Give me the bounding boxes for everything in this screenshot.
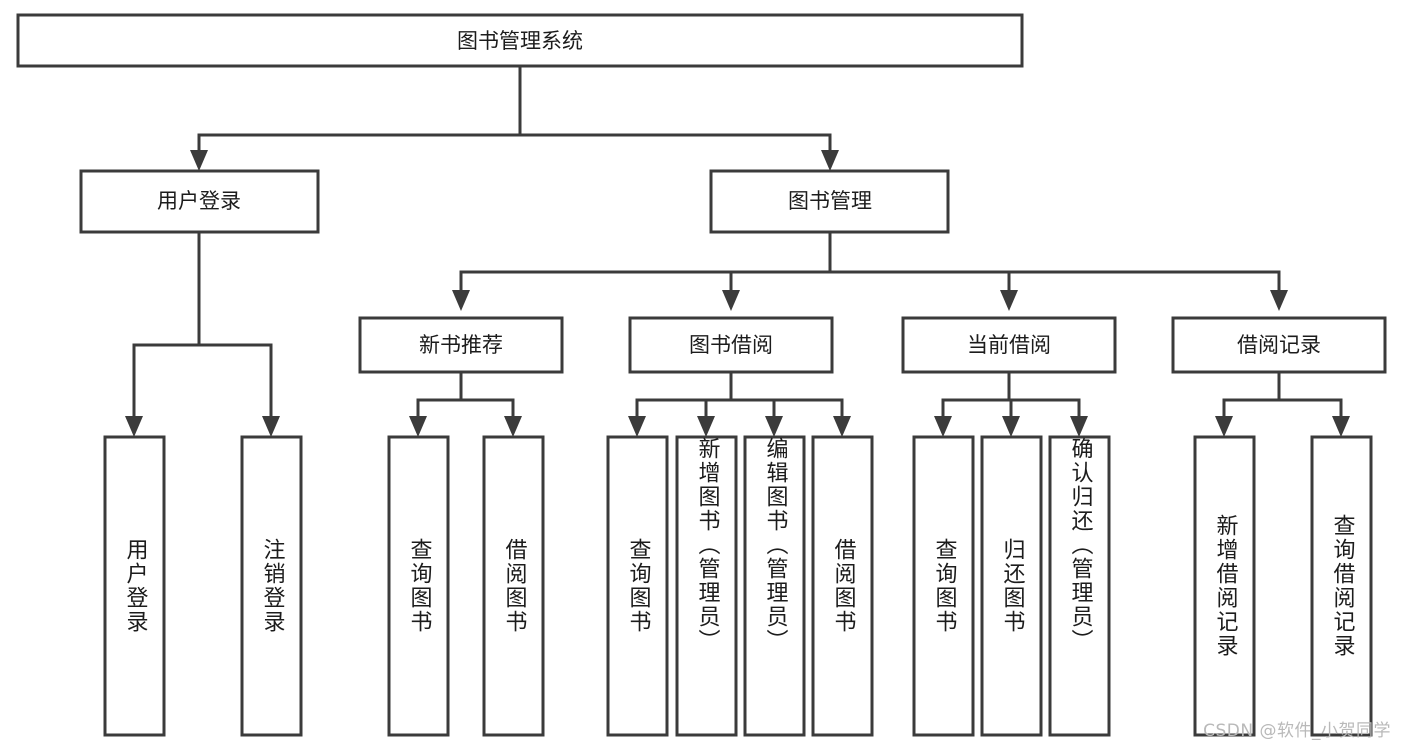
node-book-borrow[interactable]: 图书借阅 — [628, 316, 834, 374]
leaf-box-edit-book[interactable] — [743, 435, 806, 737]
connector-book-borrow-to-leaves — [628, 370, 851, 437]
node-borrow-record[interactable]: 借阅记录 — [1171, 316, 1387, 374]
node-root[interactable]: 图书管理系统 — [16, 13, 1024, 68]
connector-user-login-to-leaves — [125, 230, 280, 437]
current-borrow-box[interactable] — [901, 316, 1117, 374]
leaf-box-add-record[interactable] — [1193, 435, 1256, 737]
new-book-recommend-label: 新书推荐 — [419, 333, 503, 357]
leaf-box-add-book[interactable] — [675, 435, 738, 737]
leaf-box-query-record[interactable] — [1310, 435, 1373, 737]
arrow-head-icon — [1270, 290, 1288, 311]
leaf-box-user-login[interactable] — [103, 435, 166, 737]
connector-book-management-to-level3 — [452, 230, 1288, 311]
watermark-text: CSDN @软件_小贺同学 — [1203, 721, 1391, 741]
leaf-box-query-book-1[interactable] — [387, 435, 450, 737]
leaf-box-return-book[interactable] — [980, 435, 1043, 737]
arrow-head-icon — [1332, 416, 1350, 437]
user-login-label: 用户登录 — [157, 189, 241, 213]
arrow-head-icon — [821, 150, 839, 171]
arrow-head-icon — [1000, 290, 1018, 311]
leaf-box-borrow-book-2[interactable] — [811, 435, 874, 737]
leaf-box-query-book-2[interactable] — [606, 435, 669, 737]
connector-root-to-level2 — [190, 64, 839, 171]
leaf-box-query-book-3[interactable] — [912, 435, 975, 737]
leaf-box-borrow-book-1[interactable] — [482, 435, 545, 737]
leaf-box-logout[interactable] — [240, 435, 303, 737]
root-box[interactable] — [16, 13, 1024, 68]
arrow-head-icon — [409, 416, 427, 437]
arrow-head-icon — [833, 416, 851, 437]
book-borrow-label: 图书借阅 — [689, 333, 773, 357]
connector-current-borrow-to-leaves — [934, 370, 1088, 437]
arrow-head-icon — [697, 416, 715, 437]
arrow-head-icon — [1002, 416, 1020, 437]
connector-new-book-recommend-to-leaves — [409, 370, 522, 437]
user-login-box[interactable] — [79, 169, 320, 234]
borrow-record-label: 借阅记录 — [1237, 333, 1321, 357]
arrow-head-icon — [262, 416, 280, 437]
node-user-login[interactable]: 用户登录 — [79, 169, 320, 234]
arrow-head-icon — [628, 416, 646, 437]
arrow-head-icon — [125, 416, 143, 437]
arrow-head-icon — [934, 416, 952, 437]
node-book-management[interactable]: 图书管理 — [709, 169, 950, 234]
leaf-box-confirm-return[interactable] — [1048, 435, 1111, 737]
new-book-recommend-box[interactable] — [358, 316, 564, 374]
arrow-head-icon — [190, 150, 208, 171]
arrow-head-icon — [452, 290, 470, 311]
arrow-head-icon — [1215, 416, 1233, 437]
connector-borrow-record-to-leaves — [1215, 370, 1350, 437]
root-label: 图书管理系统 — [457, 29, 583, 53]
current-borrow-label: 当前借阅 — [967, 333, 1051, 357]
arrow-head-icon — [1070, 416, 1088, 437]
arrow-head-icon — [765, 416, 783, 437]
arrow-head-icon — [504, 416, 522, 437]
arrow-head-icon — [722, 290, 740, 311]
node-current-borrow[interactable]: 当前借阅 — [901, 316, 1117, 374]
node-new-book-recommend[interactable]: 新书推荐 — [358, 316, 564, 374]
book-management-label: 图书管理 — [788, 189, 872, 213]
